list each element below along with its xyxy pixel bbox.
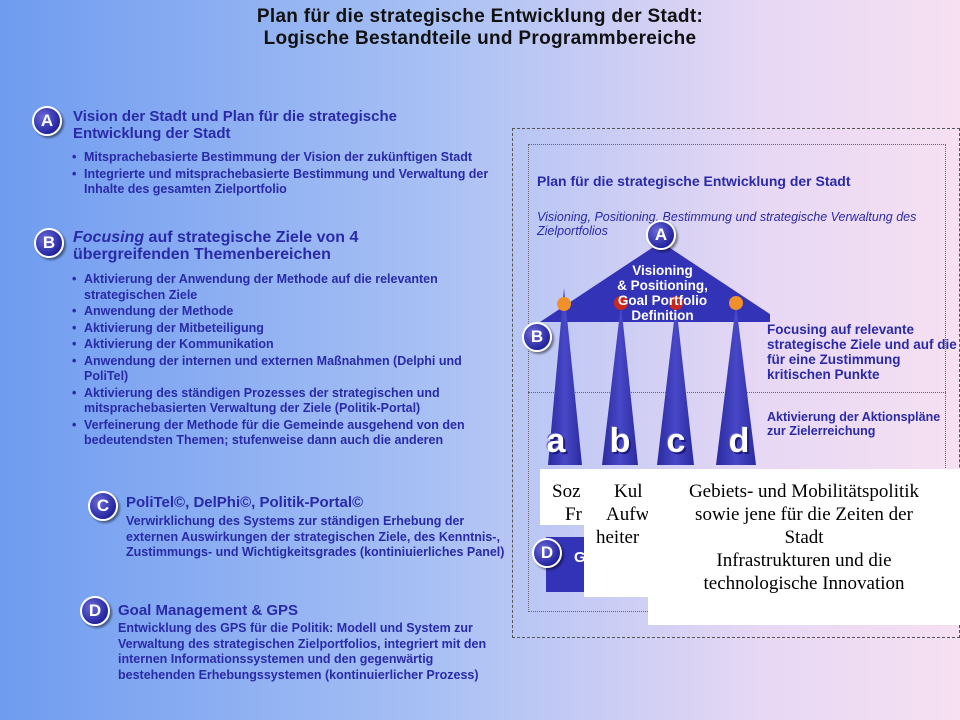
section-b-bullet: Aktivierung der Kommunikation — [72, 337, 482, 353]
popup-gebiets-line: technologische Innovation — [703, 573, 905, 594]
pillar-b-label: b — [609, 422, 631, 460]
plan-title: Plan für die strategische Entwicklung de… — [537, 173, 851, 189]
marker-dot-c — [669, 296, 683, 310]
badge-d: D — [80, 596, 110, 626]
section-d-heading: Goal Management & GPS — [118, 602, 299, 619]
popup-kul-line-2: Aufw — [606, 504, 650, 525]
house-diagram — [540, 242, 770, 465]
aktivierung-text: Aktivierung der Aktionspläne zur Zielerr… — [767, 410, 941, 438]
popup-soz-line-1: Soz — [552, 481, 581, 502]
section-c-heading: PoliTel©, DelPhi©, Politik-Portal© — [126, 494, 364, 511]
focusing-text: Focusing auf relevante strategische Ziel… — [767, 322, 957, 382]
section-a-bullet: Mitsprachebasierte Bestimmung der Vision… — [72, 150, 492, 166]
section-b-bullet: Aktivierung der Mitbeteiligung — [72, 321, 482, 337]
section-b-heading-rest: auf strategische Ziele von 4 übergreifen… — [73, 229, 359, 263]
pillar-d-label: d — [728, 422, 750, 460]
section-d-text: Entwicklung des GPS für die Politik: Mod… — [118, 621, 487, 682]
pillar-a-shape — [548, 288, 582, 465]
popup-gebiets-line: Infrastrukturen und die — [716, 550, 892, 571]
page-title: Plan für die strategische Entwicklung de… — [0, 6, 960, 50]
popup-gebiets-line: Gebiets- und Mobilitätspolitik — [688, 481, 920, 502]
title-line-1: Plan für die strategische Entwicklung de… — [256, 6, 704, 27]
section-b-heading-italic: Focusing — [73, 229, 145, 246]
pillar-a-label: a — [546, 422, 566, 460]
section-b-bullet: Anwendung der internen und externen Maßn… — [72, 354, 482, 385]
roof-label-line-2: & Positioning, — [617, 278, 708, 293]
section-a-bullet: Integrierte und mitsprachebasierte Besti… — [72, 167, 492, 198]
badge-a: A — [32, 106, 62, 136]
roof-shape — [540, 242, 770, 322]
badge-b: B — [34, 228, 64, 258]
section-c-text: Verwirklichung des Systems zur ständigen… — [126, 514, 505, 559]
section-b-bullets: Aktivierung der Anwendung der Methode au… — [72, 272, 482, 450]
badge-c: C — [88, 491, 118, 521]
goal-bar-label: G — [574, 549, 586, 566]
roof-label-line-1: Visioning — [632, 263, 693, 278]
popup-soz-line-2: Fr — [565, 504, 582, 525]
marker-dot-b — [614, 296, 628, 310]
diagram-badge-a: A — [646, 220, 676, 250]
popup-gebiets-body: Gebiets- und Mobilitätspolitik sowie jen… — [648, 469, 960, 595]
pillar-c-label: c — [666, 422, 686, 460]
section-a-heading: Vision der Stadt und Plan für die strate… — [73, 108, 397, 142]
plan-subtitle: Visioning, Positioning, Bestimmung und s… — [537, 210, 917, 238]
pillar-d-shape — [716, 304, 756, 465]
popup-gebiets: Gebiets- und Mobilitätspolitik sowie jen… — [648, 469, 960, 625]
section-b-bullet: Aktivierung der Anwendung der Methode au… — [72, 272, 482, 303]
marker-dot-a — [557, 297, 571, 311]
marker-dot-d — [729, 296, 743, 310]
pillar-c-shape — [657, 304, 694, 465]
roof-label-line-3: Goal Portfolio Definition — [617, 293, 708, 323]
popup-gebiets-line: sowie jene für die Zeiten der — [695, 504, 913, 525]
title-line-2: Logische Bestandteile und Programmbereic… — [263, 28, 697, 49]
popup-gebiets-line: Stadt — [784, 527, 824, 548]
popup-kul-line-3: heiter — [596, 527, 640, 548]
section-b-bullet: Anwendung der Methode — [72, 304, 482, 320]
pillar-b-shape — [602, 304, 638, 465]
diagram-badge-d: D — [532, 538, 562, 568]
section-a-bullets: Mitsprachebasierte Bestimmung der Vision… — [72, 150, 492, 199]
roof-label: Visioning & Positioning, Goal Portfolio … — [590, 263, 735, 323]
section-b-bullet: Aktivierung des ständigen Prozesses der … — [72, 386, 482, 417]
popup-kul-line-1: Kul — [614, 481, 643, 502]
diagram-badge-b: B — [522, 322, 552, 352]
section-b-heading: Focusing auf strategische Ziele von 4 üb… — [73, 229, 423, 263]
section-b-bullet: Verfeinerung der Methode für die Gemeind… — [72, 418, 482, 449]
